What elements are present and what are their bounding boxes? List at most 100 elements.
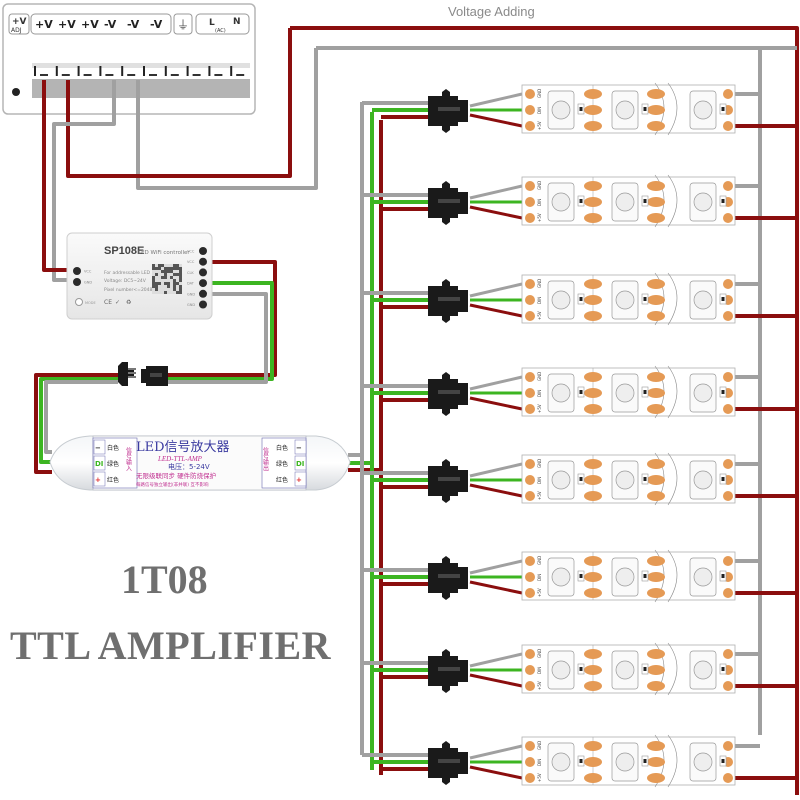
amp-side-label: 信号输入 <box>125 446 132 471</box>
strip-solder-pad <box>723 213 733 223</box>
adjust-pot-icon[interactable] <box>12 88 20 96</box>
terminal-screw <box>105 74 114 76</box>
amp-symbol: − <box>296 444 302 452</box>
led-lens <box>551 100 571 120</box>
strip-solder-pad <box>584 459 602 469</box>
qr-module <box>161 270 164 273</box>
strip-solder-pad <box>525 741 535 751</box>
terminal-screw <box>236 74 245 76</box>
capacitor-body <box>721 574 725 578</box>
capacitor-body <box>643 107 647 111</box>
strip-cut-mark <box>667 272 678 326</box>
strip-solder-pad <box>647 388 665 398</box>
led-lens <box>615 752 635 772</box>
qr-module <box>164 270 167 273</box>
wires <box>34 26 799 795</box>
strip-solder-pad <box>584 295 602 305</box>
qr-module <box>173 282 176 285</box>
qr-module <box>164 282 167 285</box>
capacitor-body <box>643 759 647 763</box>
amp-input-vcc-wire <box>34 373 118 474</box>
qr-module <box>173 264 176 267</box>
led-lens <box>693 192 713 212</box>
jst-connector-input <box>118 362 168 386</box>
strip-solder-pad <box>525 181 535 191</box>
terminal-divider <box>208 66 211 76</box>
capacitor-body <box>721 107 725 111</box>
mode-button-label: MODE <box>85 301 96 305</box>
strip-connector-latch <box>438 297 460 301</box>
terminal-screw <box>127 74 136 76</box>
pad-label: DIN <box>537 297 542 304</box>
strip-connector-latch <box>438 574 460 578</box>
qr-module <box>176 273 179 276</box>
strip-solder-pad <box>525 388 535 398</box>
strip-solder-pad <box>647 121 665 131</box>
qr-module <box>173 285 176 288</box>
strip-gnd-lead-wire <box>469 744 523 760</box>
led-lens <box>693 290 713 310</box>
controller-pin <box>199 257 207 266</box>
amp-symbol-box <box>93 439 106 455</box>
voltage-adding-label: Voltage Adding <box>448 4 535 19</box>
strip-solder-pad <box>647 741 665 751</box>
capacitor-body <box>721 477 725 481</box>
amp-wire-color-label: 红色 <box>107 476 119 484</box>
qr-module <box>164 291 167 294</box>
strip-solder-pad <box>647 295 665 305</box>
amp-title-en: LED-TTL-AMP <box>157 455 203 463</box>
amp-symbol: − <box>95 444 101 452</box>
amp-symbol-box <box>93 455 106 471</box>
pad-label: GND <box>537 279 542 288</box>
pad-label: +5V <box>537 213 542 222</box>
qr-module <box>173 279 176 282</box>
qr-module <box>164 276 167 279</box>
capacitor-body <box>643 477 647 481</box>
strip-solder-pad <box>647 89 665 99</box>
amp-symbol: DI <box>95 460 103 468</box>
pad-label: GND <box>537 649 542 658</box>
pad-label: +5V <box>537 404 542 413</box>
qr-module <box>164 267 167 270</box>
amp-wire-color-label: 白色 <box>107 444 119 452</box>
strip-cut-mark <box>667 174 678 228</box>
amp-symbol-box <box>294 439 307 455</box>
strip-connector-latch <box>438 477 460 481</box>
strip-solder-pad <box>584 475 602 485</box>
qr-module <box>179 288 182 291</box>
strip-solder-pad <box>525 681 535 691</box>
controller-pin <box>199 247 207 255</box>
strip-solder-pad <box>584 213 602 223</box>
strip-gnd-lead-wire <box>469 282 523 298</box>
strip-solder-pad <box>723 556 733 566</box>
strip-solder-pad <box>525 121 535 131</box>
pad-label: GND <box>537 89 542 98</box>
led-lens <box>693 383 713 403</box>
strip-solder-pad <box>584 491 602 501</box>
qr-module <box>152 285 155 288</box>
strip-solder-pad <box>525 89 535 99</box>
qr-module <box>179 291 182 294</box>
amp-symbol-box <box>294 455 307 471</box>
strip-solder-pad <box>584 588 602 598</box>
pad-label: +5V <box>537 121 542 130</box>
strip-solder-pad <box>647 681 665 691</box>
strip-gnd-lead-wire <box>469 652 523 668</box>
qr-module <box>176 282 179 285</box>
capacitor-body <box>579 390 583 394</box>
strip-solder-pad <box>584 649 602 659</box>
terminal-divider <box>55 66 58 76</box>
qr-module <box>152 264 155 267</box>
mode-button[interactable] <box>75 298 83 306</box>
psu-terminal-label: +V <box>81 18 99 31</box>
led-lens <box>693 100 713 120</box>
pad-label: GND <box>537 372 542 381</box>
strip-gnd-lead-wire <box>469 92 523 108</box>
strip-solder-pad <box>723 311 733 321</box>
amp-line1: 无限级联同步 硬件防烧保护 <box>136 471 216 480</box>
